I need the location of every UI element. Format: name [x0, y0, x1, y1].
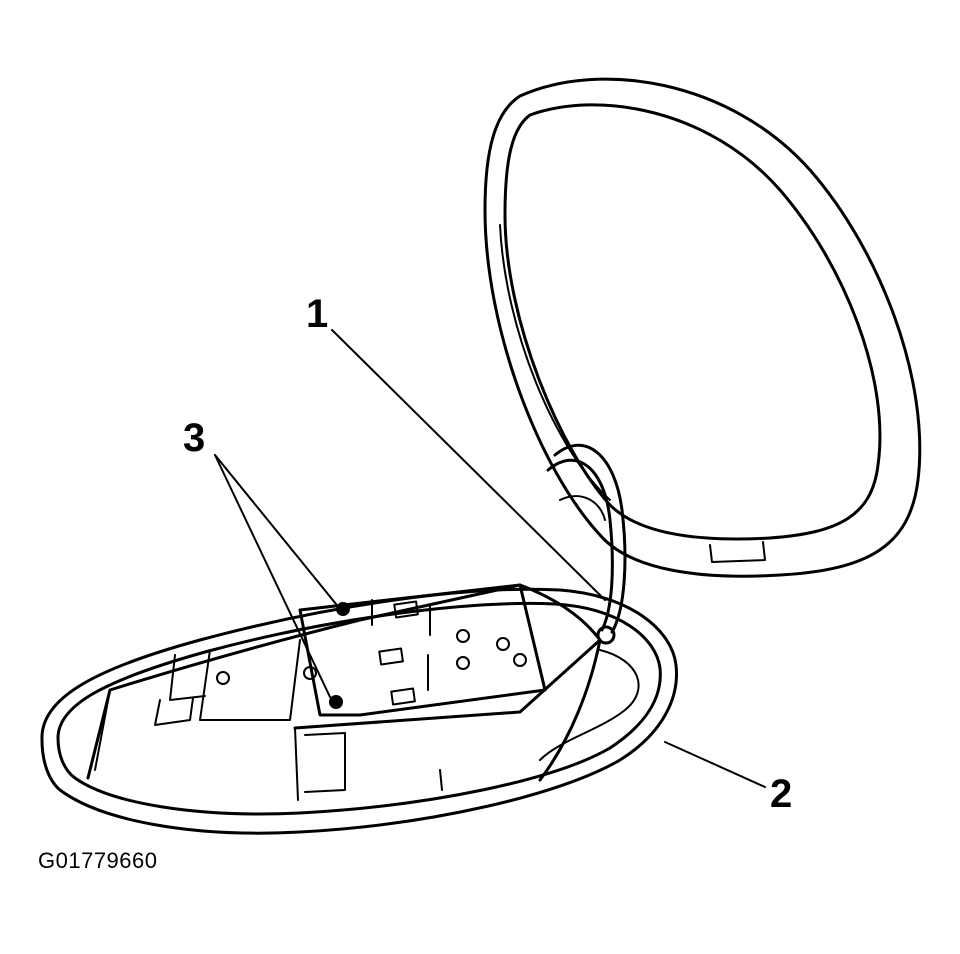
- mirror-glass: [483, 77, 922, 578]
- mirror-housing: [40, 583, 679, 835]
- callout-1: 1: [306, 292, 329, 336]
- callout-2: 2: [770, 772, 793, 816]
- leader-1: [331, 329, 606, 601]
- figure-id: G01779660: [38, 848, 158, 873]
- leader-2: [664, 741, 766, 788]
- leader-3a: [214, 454, 337, 605]
- callout-3: 3: [183, 416, 206, 460]
- leader-3b: [214, 454, 331, 698]
- leader-lines: [214, 329, 766, 788]
